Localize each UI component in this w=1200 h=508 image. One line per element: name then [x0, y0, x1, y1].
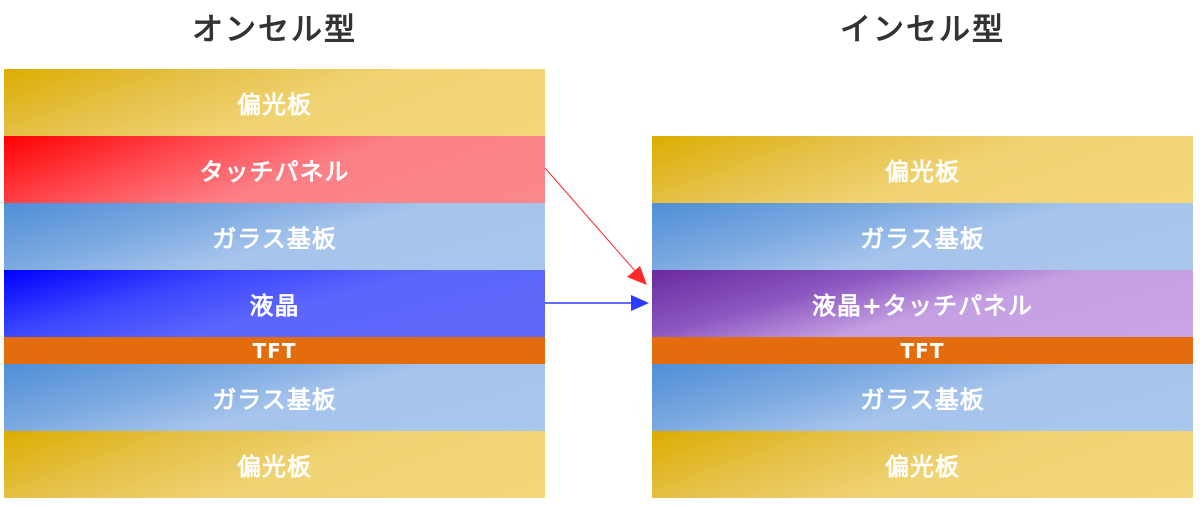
on-cell-layer-stack: 偏光板 タッチパネル ガラス基板 液晶 TFT ガラス基板 偏光板	[4, 69, 545, 498]
layer-polarizer-top: 偏光板	[652, 136, 1193, 203]
layer-polarizer-bottom: 偏光板	[652, 431, 1193, 498]
layer-polarizer-bottom: 偏光板	[4, 431, 545, 498]
in-cell-layer-stack: 偏光板 ガラス基板 液晶+タッチパネル TFT ガラス基板 偏光板	[652, 136, 1193, 498]
on-cell-title: オンセル型	[192, 12, 357, 48]
in-cell-title: インセル型	[840, 12, 1005, 48]
layer-liquid-crystal: 液晶	[4, 270, 545, 337]
layer-glass-substrate-bottom: ガラス基板	[4, 364, 545, 431]
liquid-crystal-arrow-icon	[545, 295, 649, 311]
layer-tft: TFT	[4, 337, 545, 364]
layer-glass-substrate-top: ガラス基板	[652, 203, 1193, 270]
layer-touch-panel: タッチパネル	[4, 136, 545, 203]
touch-panel-arrow-icon	[544, 167, 647, 285]
layer-liquid-crystal-touch-panel: 液晶+タッチパネル	[652, 270, 1193, 337]
layer-glass-substrate-top: ガラス基板	[4, 203, 545, 270]
layer-glass-substrate-bottom: ガラス基板	[652, 364, 1193, 431]
layer-tft: TFT	[652, 337, 1193, 364]
layer-polarizer-top: 偏光板	[4, 69, 545, 136]
